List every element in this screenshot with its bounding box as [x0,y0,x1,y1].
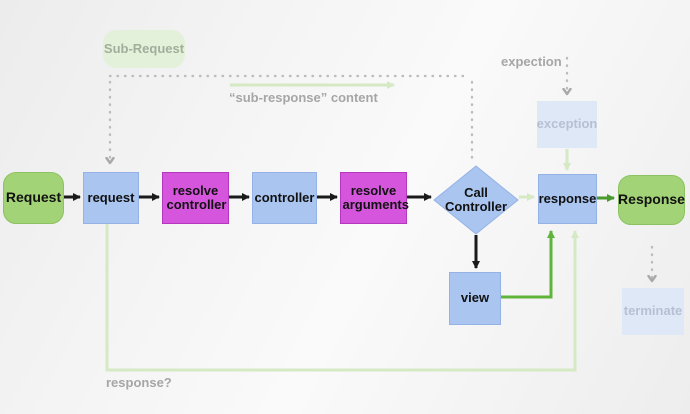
node-view: view [449,272,501,325]
node-controller-label: controller [254,189,315,205]
node-response: response [538,174,597,224]
node-request: request [83,172,139,224]
node-exception: exception [537,101,597,148]
node-request-label: request [87,189,135,205]
annotation-sub-response-content: “sub-response” content [229,90,378,105]
node-call-controller-label: Call Controller [444,184,508,214]
call-controller-diamond [433,165,519,235]
node-terminate: terminate [622,288,684,335]
node-resolve-arguments: resolve arguments [340,172,409,224]
annotation-response-question: response? [106,375,172,390]
annotation-expection: expection [501,54,562,69]
node-request-terminal: Request [3,172,64,224]
edge-view-to-response [500,230,555,299]
node-response-terminal: Response [618,175,685,225]
node-controller: controller [252,172,317,224]
node-sub-request-label: Sub-Request [103,40,185,56]
node-terminate-label: terminate [623,303,683,319]
node-resolve-controller: resolve controller [162,172,229,224]
node-response-label: response [538,190,597,206]
node-response-terminal-label: Response [618,191,685,208]
node-sub-request: Sub-Request [103,30,185,68]
node-resolve-controller-label: resolve controller [166,182,227,212]
node-resolve-arguments-label: resolve arguments [342,182,409,212]
node-request-terminal-label: Request [5,189,62,206]
node-view-label: view [460,290,490,306]
node-call-controller: Call Controller [440,180,512,220]
node-exception-label: exception [536,116,598,132]
edge-request-response-return [105,223,579,372]
